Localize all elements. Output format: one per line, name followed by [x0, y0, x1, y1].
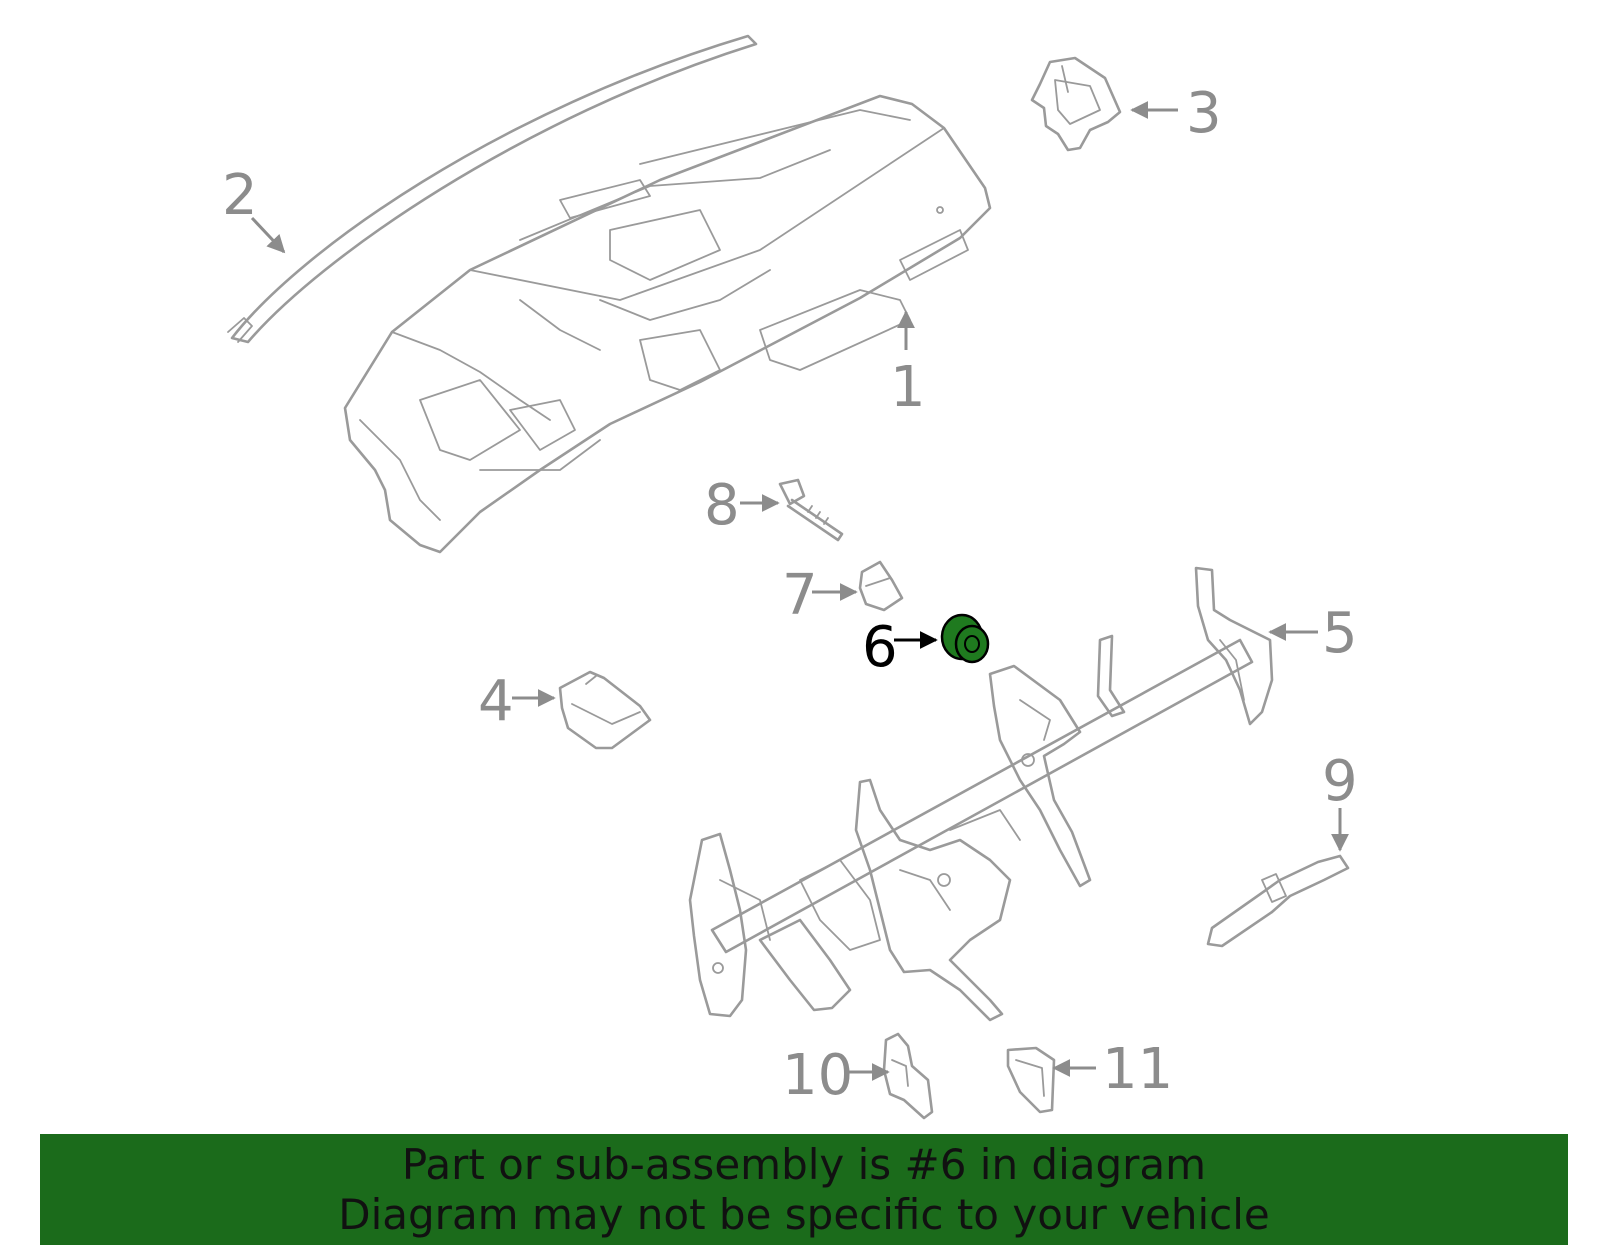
callout-6: 6 — [862, 615, 898, 680]
part-7-clip — [858, 560, 904, 612]
callout-10: 10 — [782, 1043, 853, 1108]
part-9-bracket — [1206, 854, 1350, 948]
part-6-grommet-highlighted — [940, 613, 990, 664]
callout-1: 1 — [890, 355, 926, 420]
callout-9: 9 — [1322, 749, 1358, 814]
part-2-trim-strip — [227, 34, 758, 344]
callout-7: 7 — [782, 563, 818, 628]
banner-line-disclaimer: Diagram may not be specific to your vehi… — [338, 1189, 1270, 1239]
callout-11: 11 — [1102, 1037, 1173, 1102]
leader-2 — [250, 216, 286, 254]
part-5-cross-car-beam — [688, 566, 1274, 1022]
part-8-bolt — [778, 478, 844, 542]
banner-line-part-number: Part or sub-assembly is #6 in diagram — [401, 1139, 1207, 1189]
info-banner: Part or sub-assembly is #6 in diagram Di… — [40, 1134, 1568, 1245]
callout-5: 5 — [1322, 601, 1358, 666]
callout-2: 2 — [222, 163, 258, 228]
callout-8: 8 — [704, 473, 740, 538]
part-3-vent-bracket — [1030, 56, 1122, 152]
part-4-bracket — [558, 670, 652, 750]
callout-4: 4 — [478, 669, 514, 734]
part-10-bracket — [882, 1032, 934, 1120]
part-11-bracket — [1006, 1046, 1056, 1114]
part-1-instrument-panel — [343, 94, 992, 554]
callout-3: 3 — [1186, 81, 1222, 146]
